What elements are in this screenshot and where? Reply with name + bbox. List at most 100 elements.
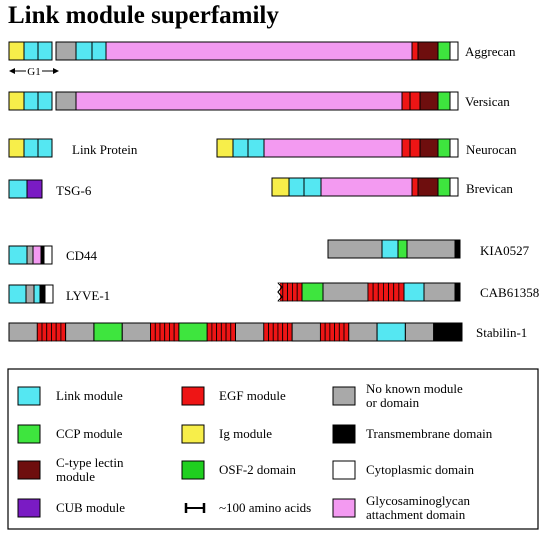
segment-link xyxy=(247,138,265,158)
segment-link xyxy=(403,282,425,302)
segment-none xyxy=(327,239,383,259)
segment-egf xyxy=(36,322,43,342)
legend-item-osf: OSF-2 domain xyxy=(181,460,296,480)
legend-swatch xyxy=(17,498,41,518)
segment-tm xyxy=(454,239,461,259)
protein-label: LYVE-1 xyxy=(66,288,110,303)
legend-swatch xyxy=(332,424,356,444)
legend-swatch xyxy=(332,460,356,480)
legend-item-egf: EGF module xyxy=(181,386,286,406)
segment-egf xyxy=(164,322,170,342)
legend-item-ig: Ig module xyxy=(181,424,272,444)
segment-ccp xyxy=(301,282,324,302)
segment-link xyxy=(75,41,93,61)
segment-egf xyxy=(268,322,274,342)
segment-ig xyxy=(8,138,25,158)
segment-none xyxy=(8,322,38,342)
segment-egf xyxy=(41,322,48,342)
segment-none xyxy=(291,322,321,342)
legend-label: Link module xyxy=(56,388,123,403)
segment-egf xyxy=(287,282,293,302)
segment-egf xyxy=(211,322,218,342)
segment-egf xyxy=(150,322,156,342)
segment-none xyxy=(404,322,435,342)
segment-ig xyxy=(8,91,25,111)
segment-cub xyxy=(26,179,43,199)
legend-swatch xyxy=(17,386,41,406)
segment-cyto xyxy=(43,245,53,265)
legend-label: C-type lectin xyxy=(56,455,124,470)
segment-link xyxy=(91,41,107,61)
protein-tsg-6: TSG-6 xyxy=(8,179,92,199)
legend-swatch xyxy=(17,460,41,480)
segment-egf xyxy=(334,322,340,342)
legend-label: OSF-2 domain xyxy=(219,462,296,477)
segment-egf xyxy=(377,282,384,302)
segment-egf xyxy=(55,322,62,342)
segment-egf xyxy=(372,282,379,302)
segment-link xyxy=(37,41,53,61)
segment-egf xyxy=(388,282,395,302)
legend-frame xyxy=(7,368,539,530)
legend-label: attachment domain xyxy=(366,507,466,522)
segment-egf xyxy=(159,322,166,342)
legend-label: or domain xyxy=(366,395,420,410)
segment-none xyxy=(348,322,378,342)
legend-item-scale: ~100 amino acids xyxy=(184,500,311,515)
legend-label: Ig module xyxy=(219,426,272,441)
g1-marker: G1 xyxy=(9,65,59,78)
segment-none xyxy=(406,239,456,259)
legend-item-tm: Transmembrane domain xyxy=(332,424,493,444)
segment-egf xyxy=(398,282,405,302)
segment-link xyxy=(303,177,322,197)
segment-tm xyxy=(41,285,44,303)
legend-label: Cytoplasmic domain xyxy=(366,462,474,477)
segment-ccp xyxy=(437,91,451,111)
segment-egf xyxy=(367,282,374,302)
protein-stabilin-1: Stabilin-1 xyxy=(8,322,527,342)
segment-gag xyxy=(75,91,403,111)
legend-swatch xyxy=(181,424,205,444)
legend-item-ccp: CCP module xyxy=(17,424,123,444)
segment-link xyxy=(8,179,28,199)
segment-none xyxy=(322,282,369,302)
segment-none xyxy=(235,322,265,342)
segment-tm xyxy=(433,322,463,342)
protein-label: CAB61358 xyxy=(480,285,539,300)
legend-swatch xyxy=(17,424,41,444)
legend-swatch xyxy=(181,460,205,480)
protein-cab61358: CAB61358 xyxy=(272,282,539,302)
legend-label: CCP module xyxy=(56,426,123,441)
segment-egf xyxy=(393,282,400,302)
segment-cyto xyxy=(449,41,459,61)
segment-cyto xyxy=(449,177,459,197)
segment-gag xyxy=(105,41,413,61)
segment-egf xyxy=(329,322,335,342)
protein-label: Brevican xyxy=(466,181,513,196)
segment-egf xyxy=(169,322,175,342)
segment-egf xyxy=(401,138,411,158)
protein-label: CD44 xyxy=(66,248,98,263)
segment-egf xyxy=(277,322,284,342)
legend-label: CUB module xyxy=(56,500,125,515)
segment-egf xyxy=(230,322,236,342)
segment-egf xyxy=(173,322,180,342)
segment-egf xyxy=(409,138,421,158)
segment-egf xyxy=(225,322,232,342)
segment-none xyxy=(121,322,152,342)
segment-egf xyxy=(51,322,57,342)
segment-egf xyxy=(287,322,293,342)
protein-lyve-1: LYVE-1 xyxy=(8,284,110,304)
segment-link xyxy=(33,284,41,304)
segment-egf xyxy=(60,322,67,342)
segment-egf xyxy=(154,322,161,342)
segment-link xyxy=(232,138,249,158)
legend-label: Transmembrane domain xyxy=(366,426,493,441)
diagram-title: Link module superfamily xyxy=(8,2,279,29)
segment-ccp xyxy=(93,322,123,342)
segment-link xyxy=(23,91,39,111)
segment-gag xyxy=(32,245,42,265)
segment-ccp xyxy=(437,138,451,158)
